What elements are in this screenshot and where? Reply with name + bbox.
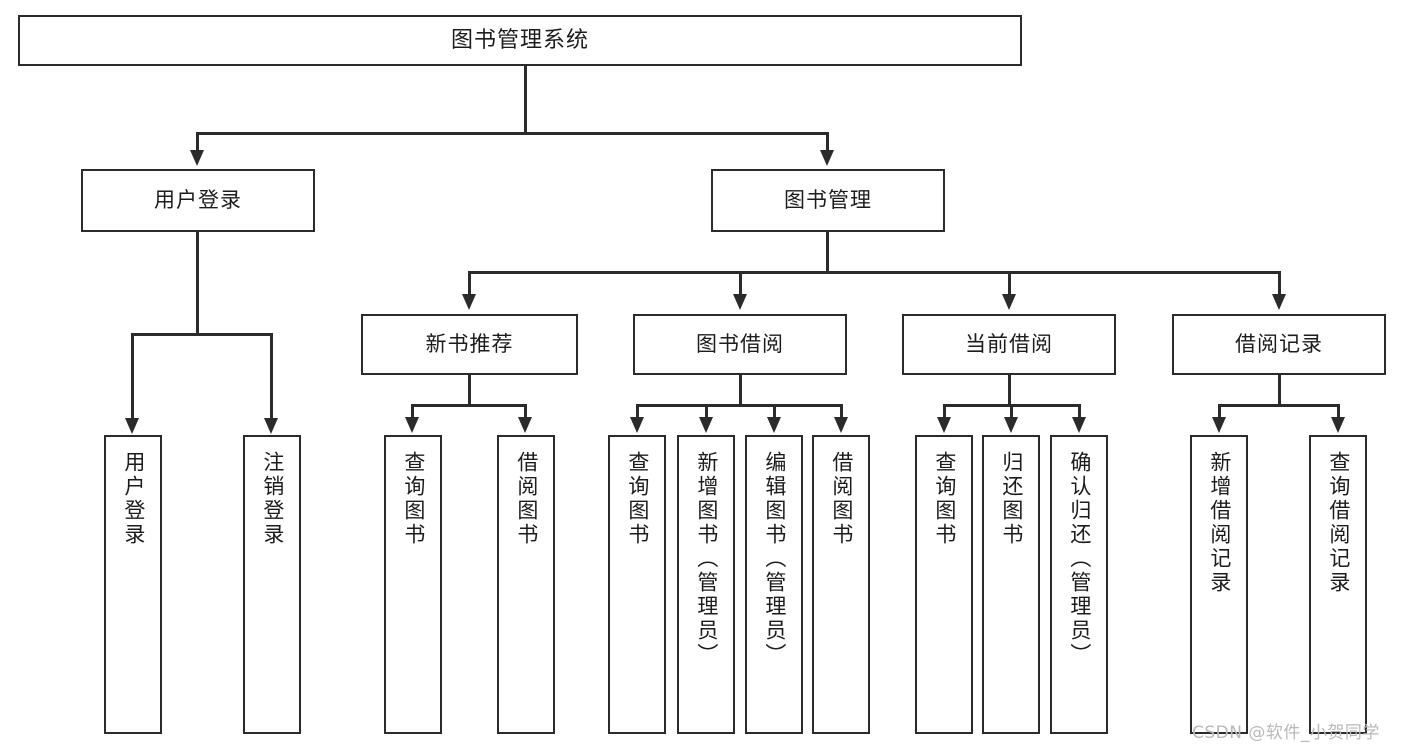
arrowhead-cb-leaf-1: [937, 417, 951, 433]
node-leaf-query-book-2[interactable]: 查询图书: [608, 435, 666, 734]
node-leaf-add-record[interactable]: 新增借阅记录: [1190, 435, 1248, 734]
connector-root-bus: [197, 132, 828, 135]
arrowhead-user-login-leaf-2: [264, 418, 278, 434]
connector-new-book-recommend-bus: [412, 404, 526, 407]
node-leaf-borrow-book-2[interactable]: 借阅图书: [812, 435, 870, 734]
arrowhead-bb-leaf-1: [630, 417, 644, 433]
node-leaf-user-logout[interactable]: 注销登录: [243, 435, 301, 734]
node-leaf-edit-book[interactable]: 编辑图书（管理员）: [745, 435, 803, 734]
connector-borrow-record-stem: [1278, 375, 1281, 405]
connector-bb-drop-2: [705, 404, 708, 420]
connector-new-book-recommend-stem: [468, 375, 471, 405]
node-leaf-query-record-label: 查询借阅记录: [1326, 451, 1351, 595]
connector-current-borrow-stem: [1008, 375, 1011, 405]
node-user-login-label: 用户登录: [154, 188, 242, 213]
node-leaf-query-book-1-label: 查询图书: [401, 451, 426, 547]
node-book-manage[interactable]: 图书管理: [711, 169, 945, 232]
node-book-manage-label: 图书管理: [784, 188, 872, 213]
connector-nbr-drop-1: [411, 404, 414, 420]
connector-root-stem: [524, 66, 527, 133]
node-leaf-return-book[interactable]: 归还图书: [982, 435, 1040, 734]
csdn-watermark: CSDN @软件_小贺同学: [1192, 723, 1380, 743]
node-leaf-add-book-label: 新增图书（管理员）: [694, 451, 719, 667]
node-root-label: 图书管理系统: [450, 27, 589, 53]
connector-cb-drop-1: [943, 404, 946, 420]
arrowhead-root-to-book-manage: [820, 150, 834, 166]
connector-to-borrow-record: [1278, 271, 1281, 297]
arrowhead-cb-leaf-2: [1004, 417, 1018, 433]
node-leaf-query-book-1[interactable]: 查询图书: [384, 435, 442, 734]
node-leaf-borrow-book-1-label: 借阅图书: [514, 451, 539, 547]
node-leaf-add-book[interactable]: 新增图书（管理员）: [677, 435, 735, 734]
arrowhead-bb-leaf-4: [834, 417, 848, 433]
connector-br-drop-2: [1337, 404, 1340, 420]
arrowhead-new-book-recommend: [462, 294, 476, 310]
arrowhead-book-borrow: [733, 294, 747, 310]
arrowhead-root-to-user-login: [190, 150, 204, 166]
connector-book-borrow-bus: [637, 404, 842, 407]
connector-borrow-record-bus: [1219, 404, 1339, 407]
connector-user-login-bus: [132, 333, 272, 336]
node-user-login[interactable]: 用户登录: [81, 169, 315, 232]
node-leaf-confirm-return-label: 确认归还（管理员）: [1067, 451, 1092, 667]
arrowhead-br-leaf-2: [1331, 417, 1345, 433]
node-leaf-borrow-book-1[interactable]: 借阅图书: [497, 435, 555, 734]
node-book-borrow[interactable]: 图书借阅: [633, 314, 847, 375]
node-leaf-query-book-2-label: 查询图书: [625, 451, 650, 547]
connector-user-login-drop-1: [131, 333, 134, 421]
arrowhead-bb-leaf-2: [699, 417, 713, 433]
node-root[interactable]: 图书管理系统: [18, 15, 1022, 66]
arrowhead-nbr-leaf-2: [518, 417, 532, 433]
connector-to-current-borrow: [1008, 271, 1011, 297]
node-leaf-query-book-3[interactable]: 查询图书: [915, 435, 973, 734]
connector-nbr-drop-2: [524, 404, 527, 420]
node-book-borrow-label: 图书借阅: [696, 332, 784, 357]
node-leaf-confirm-return[interactable]: 确认归还（管理员）: [1050, 435, 1108, 734]
node-leaf-edit-book-label: 编辑图书（管理员）: [762, 451, 787, 667]
node-borrow-record-label: 借阅记录: [1235, 332, 1323, 357]
arrowhead-cb-leaf-3: [1072, 417, 1086, 433]
arrowhead-current-borrow: [1002, 294, 1016, 310]
arrowhead-borrow-record: [1272, 294, 1286, 310]
arrowhead-user-login-leaf-1: [125, 418, 139, 434]
connector-br-drop-1: [1218, 404, 1221, 420]
connector-user-login-stem: [196, 232, 199, 334]
arrowhead-bb-leaf-3: [767, 417, 781, 433]
node-new-book-recommend[interactable]: 新书推荐: [361, 314, 578, 375]
arrowhead-br-leaf-1: [1212, 417, 1226, 433]
node-leaf-borrow-book-2-label: 借阅图书: [829, 451, 854, 547]
connector-root-to-book-manage: [826, 132, 829, 154]
connector-cb-drop-2: [1010, 404, 1013, 420]
arrowhead-nbr-leaf-1: [405, 417, 419, 433]
node-leaf-user-logout-label: 注销登录: [260, 451, 285, 547]
node-leaf-add-record-label: 新增借阅记录: [1207, 451, 1232, 595]
connector-level2-bus: [469, 271, 1280, 274]
node-leaf-query-book-3-label: 查询图书: [932, 451, 957, 547]
connector-book-manage-stem: [826, 232, 829, 273]
node-current-borrow[interactable]: 当前借阅: [902, 314, 1116, 375]
node-leaf-user-login[interactable]: 用户登录: [104, 435, 162, 734]
connector-book-borrow-stem: [739, 375, 742, 405]
node-new-book-recommend-label: 新书推荐: [425, 332, 514, 357]
connector-bb-drop-4: [840, 404, 843, 420]
node-leaf-return-book-label: 归还图书: [999, 451, 1024, 547]
connector-bb-drop-3: [773, 404, 776, 420]
node-leaf-user-login-label: 用户登录: [121, 451, 146, 547]
connector-root-to-user-login: [196, 132, 199, 154]
connector-to-new-book-recommend: [468, 271, 471, 297]
node-leaf-query-record[interactable]: 查询借阅记录: [1309, 435, 1367, 734]
connector-user-login-drop-2: [270, 333, 273, 421]
node-borrow-record[interactable]: 借阅记录: [1172, 314, 1386, 375]
connector-to-book-borrow: [739, 271, 742, 297]
connector-cb-drop-3: [1078, 404, 1081, 420]
connector-bb-drop-1: [636, 404, 639, 420]
node-current-borrow-label: 当前借阅: [965, 332, 1053, 357]
